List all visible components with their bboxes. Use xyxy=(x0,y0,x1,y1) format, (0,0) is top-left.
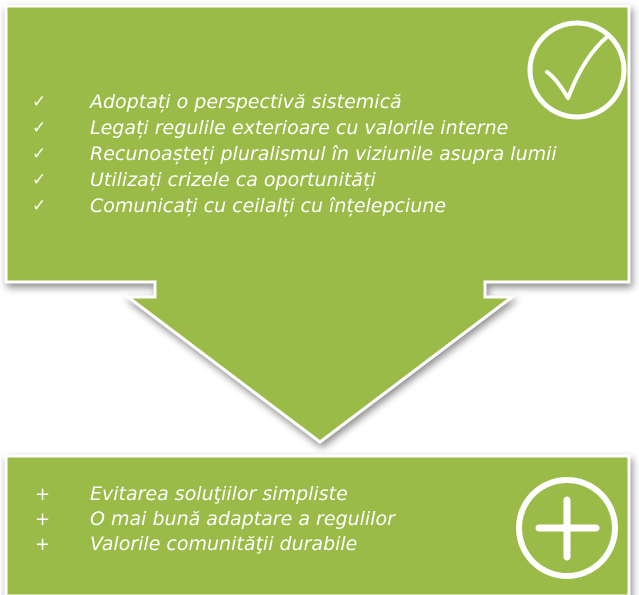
top-list-item: ✓Utilizați crizele ca oportunități xyxy=(32,169,376,191)
plus-bullet-icon: + xyxy=(35,534,51,555)
plus-circle-icon xyxy=(516,477,618,579)
top-list-item: ✓Adoptați o perspectivă sistemică xyxy=(32,91,402,113)
check-bullet-icon: ✓ xyxy=(32,144,47,164)
top-arrow-callout xyxy=(4,4,631,444)
bottom-box xyxy=(4,454,631,595)
checkmark-circle-icon xyxy=(527,20,627,120)
bottom-list-item: +Evitarea soluţiilor simpliste xyxy=(35,483,348,505)
plus-bullet-icon: + xyxy=(35,509,51,530)
check-bullet-icon: ✓ xyxy=(32,170,47,190)
check-bullet-icon: ✓ xyxy=(32,92,47,112)
top-benefit-list: ✓Adoptați o perspectivă sistemică ✓Legaț… xyxy=(32,89,557,219)
check-bullet-icon: ✓ xyxy=(32,118,47,138)
bottom-outcome-list: +Evitarea soluţiilor simpliste +O mai bu… xyxy=(35,482,395,557)
check-bullet-icon: ✓ xyxy=(32,196,47,216)
top-list-item: ✓Recunoașteți pluralismul în viziunile a… xyxy=(32,143,557,165)
plus-bullet-icon: + xyxy=(35,484,51,505)
top-list-item: ✓Comunicați cu ceilalți cu înțelepciune xyxy=(32,195,447,217)
bottom-list-item: +O mai bună adaptare a regulilor xyxy=(35,508,395,530)
top-list-item: ✓Legați regulile exterioare cu valorile … xyxy=(32,117,509,139)
bottom-list-item: +Valorile comunităţii durabile xyxy=(35,533,358,555)
